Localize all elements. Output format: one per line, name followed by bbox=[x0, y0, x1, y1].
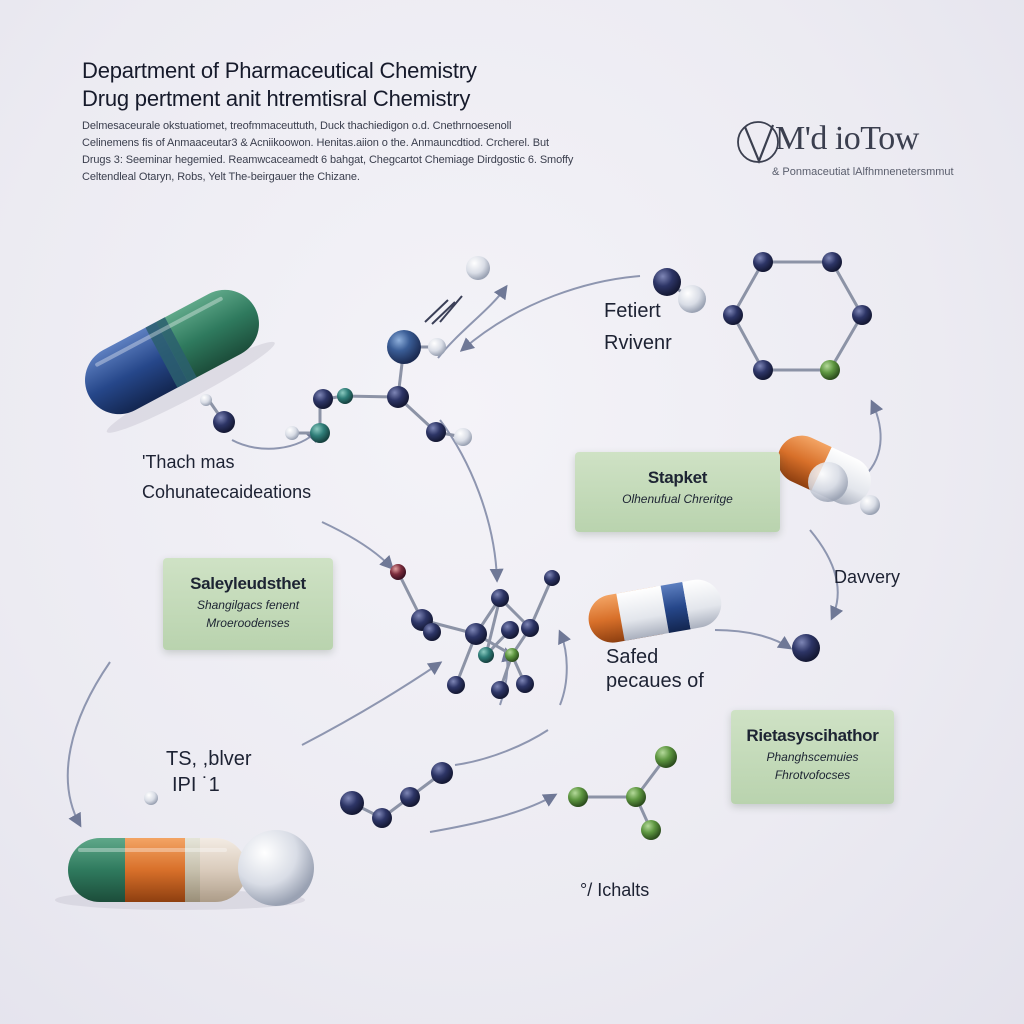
label-right-top-1: Fetiert bbox=[604, 300, 661, 322]
card-subtitle-2: Fhrotvofocses bbox=[774, 768, 851, 782]
arrow-11 bbox=[66, 661, 111, 828]
label-left-top-2: Cohunatecaideations bbox=[142, 482, 312, 502]
pill-bubble bbox=[808, 462, 848, 502]
capsule-green-blue bbox=[85, 289, 275, 433]
molecule-chain-left bbox=[200, 256, 490, 446]
card-title: Rietasyscihathor bbox=[746, 726, 879, 745]
label-left-bottom-2: IPI ˙1 bbox=[172, 774, 220, 796]
card-subtitle-2: Mroeroodenses bbox=[206, 616, 290, 630]
molecule-chain-bottom bbox=[144, 762, 453, 828]
card-subtitle-1: Phanghscemuies bbox=[766, 750, 859, 764]
arrow-14 bbox=[714, 629, 793, 650]
intro-text-line-3: Drugs 3: Seeminar hegemied. Reamwcaceame… bbox=[82, 154, 574, 166]
card-subtitle: Olhenufual Chreritge bbox=[622, 492, 733, 506]
label-right-mid: Davvery bbox=[834, 567, 901, 587]
label-center-right-2: pecaues of bbox=[606, 670, 704, 692]
card-title: Stapket bbox=[647, 468, 708, 487]
label-left-bottom-1: TS, ,blver bbox=[166, 748, 252, 770]
info-card-saleyleudsthet: Saleyleudsthet Shangilgacs fenent Mroero… bbox=[163, 558, 333, 650]
intro-text-line-4: Celtendleal Otaryn, Robs, Yelt The-beirg… bbox=[82, 171, 360, 183]
label-left-top-1: 'Thach mas bbox=[142, 452, 235, 472]
atom-sphere bbox=[860, 495, 880, 515]
capsule-orange-blue bbox=[588, 579, 722, 643]
logo-subtitle: & Ponmaceutiat lAlfhmnenetersmmut bbox=[772, 166, 954, 178]
white-pill-sphere bbox=[238, 830, 314, 906]
label-center-right-1: Safed bbox=[606, 646, 659, 668]
logo-mark bbox=[737, 121, 779, 164]
arrow-13 bbox=[454, 729, 549, 766]
molecule-hexagon bbox=[653, 252, 872, 380]
arrow-2 bbox=[437, 284, 508, 359]
label-bottom-center: °/ Ichalts bbox=[580, 880, 650, 900]
card-subtitle-1: Shangilgacs fenent bbox=[196, 598, 300, 612]
atom-sphere bbox=[792, 634, 820, 662]
page-title: Department of Pharmaceutical Chemistry bbox=[82, 58, 477, 83]
arrow-8 bbox=[558, 629, 571, 706]
logo-wordmark: M'd ioTow bbox=[775, 120, 919, 157]
info-card-stapket: Stapket Olhenufual Chreritge bbox=[575, 452, 780, 532]
page-subtitle: Drug pertment anit htremtisral Chemistry bbox=[82, 86, 471, 111]
intro-text-line-1: Delmesaceurale okstuatiomet, treofmmaceu… bbox=[82, 120, 512, 132]
info-card-rietasyscihathor: Rietasyscihathor Phanghscemuies Fhrotvof… bbox=[731, 710, 894, 804]
molecule-central-cluster bbox=[390, 564, 560, 699]
capsule-orange-clear bbox=[55, 838, 305, 910]
intro-text-line-2: Celinemens fis of Anmaaceutar3 & Acniiko… bbox=[82, 137, 549, 149]
molecule-green bbox=[568, 746, 677, 840]
label-right-top-2: Rvivenr bbox=[604, 332, 672, 354]
card-title: Saleyleudsthet bbox=[190, 574, 306, 593]
arrow-12 bbox=[429, 793, 558, 833]
arrow-5 bbox=[321, 521, 394, 571]
arrow-10 bbox=[809, 529, 844, 621]
arrow-6 bbox=[301, 661, 443, 746]
arrow-3 bbox=[459, 275, 641, 352]
